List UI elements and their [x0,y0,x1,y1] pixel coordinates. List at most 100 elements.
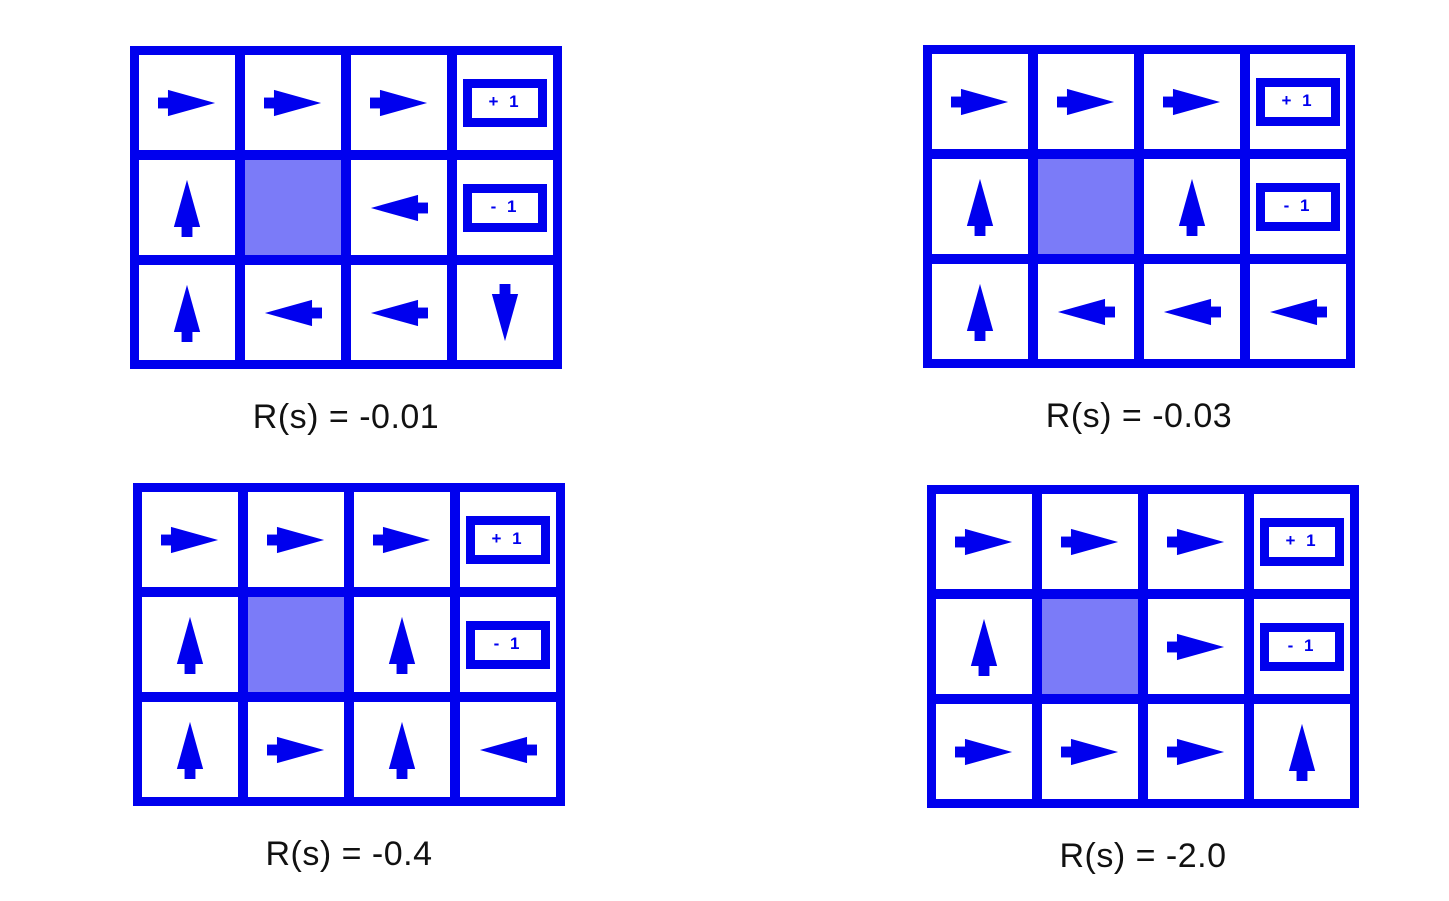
arrow-up-icon [161,721,219,779]
policy-panel-reward-2.0: + 1 - 1 R(s) = -2.0 [927,485,1359,876]
terminal-label: - 1 [493,633,523,653]
grid-cell-left [245,265,341,360]
blocked-cell [245,160,341,255]
arrow-up-icon [1273,723,1331,781]
reward-caption: R(s) = -2.0 [1059,837,1227,875]
terminal-minus-one-box: - 1 [1256,182,1340,231]
arrow-right-icon [1167,723,1225,781]
arrow-right-icon [267,721,325,779]
grid-cell-up [139,160,235,255]
blocked-cell [1042,599,1138,694]
arrow-left-icon [1057,283,1115,341]
grid-cell-terminal: + 1 [1254,494,1350,589]
terminal-plus-one-box: + 1 [463,78,547,127]
terminal-minus-one-box: - 1 [466,620,550,669]
arrow-right-icon [158,74,216,132]
grid-cell-terminal: + 1 [1250,54,1346,149]
grid-cell-up [354,702,450,797]
grid-cell-right [139,55,235,150]
terminal-label: + 1 [1281,90,1315,110]
arrow-left-icon [370,284,428,342]
terminal-minus-one-box: - 1 [463,183,547,232]
terminal-label: + 1 [1285,530,1319,550]
arrow-right-icon [951,73,1009,131]
grid-cell-left [460,702,556,797]
grid-cell-terminal: + 1 [460,492,556,587]
terminal-minus-one-box: - 1 [1260,622,1344,671]
blocked-cell [1038,159,1134,254]
arrow-right-icon [1061,513,1119,571]
grid-cell-right [1148,704,1244,799]
arrow-left-icon [264,284,322,342]
grid-cell-right [245,55,341,150]
grid-cell-up [932,264,1028,359]
arrow-left-icon [479,721,537,779]
arrow-up-icon [161,616,219,674]
policy-grid: + 1 - 1 [133,483,565,806]
arrow-right-icon [1167,618,1225,676]
grid-cell-right [936,704,1032,799]
arrow-right-icon [1061,723,1119,781]
arrow-right-icon [267,511,325,569]
grid-cell-left [351,160,447,255]
grid-cell-up [932,159,1028,254]
grid-cell-right [1042,494,1138,589]
grid-cell-left [1250,264,1346,359]
arrow-up-icon [1163,178,1221,236]
terminal-plus-one-box: + 1 [1260,517,1344,566]
grid-cell-up [1254,704,1350,799]
grid-cell-right [354,492,450,587]
arrow-right-icon [373,511,431,569]
arrow-up-icon [158,284,216,342]
grid-cell-up [142,702,238,797]
grid-cell-terminal: - 1 [460,597,556,692]
policy-panel-reward-0.01: + 1 - 1 R(s) = -0.01 [130,46,562,437]
grid-cell-terminal: + 1 [457,55,553,150]
grid-cell-right [1148,599,1244,694]
arrow-left-icon [370,179,428,237]
grid-cell-left [1144,264,1240,359]
terminal-plus-one-box: + 1 [466,515,550,564]
terminal-plus-one-box: + 1 [1256,77,1340,126]
grid-cell-right [248,492,344,587]
grid-cell-terminal: - 1 [457,160,553,255]
grid-cell-up [354,597,450,692]
grid-cell-right [1042,704,1138,799]
terminal-label: + 1 [491,528,525,548]
grid-cell-up [139,265,235,360]
terminal-label: - 1 [1287,635,1317,655]
arrow-right-icon [370,74,428,132]
blocked-cell [248,597,344,692]
policy-panel-reward-0.4: + 1 - 1 R(s) = -0.4 [133,483,565,874]
arrow-up-icon [951,283,1009,341]
grid-cell-right [351,55,447,150]
arrow-down-icon [476,283,534,342]
reward-caption: R(s) = -0.01 [252,398,440,436]
arrow-right-icon [1167,513,1225,571]
grid-cell-terminal: - 1 [1250,159,1346,254]
policy-grid: + 1 - 1 [130,46,562,369]
grid-cell-right [1144,54,1240,149]
arrow-right-icon [161,511,219,569]
terminal-label: - 1 [1283,195,1313,215]
policy-grid: + 1 - 1 [923,45,1355,368]
grid-cell-right [248,702,344,797]
reward-caption: R(s) = -0.03 [1045,397,1233,435]
grid-cell-down [457,265,553,360]
arrow-up-icon [373,721,431,779]
arrow-up-icon [158,179,216,237]
grid-cell-terminal: - 1 [1254,599,1350,694]
arrow-left-icon [1163,283,1221,341]
arrow-right-icon [264,74,322,132]
grid-cell-left [351,265,447,360]
terminal-label: + 1 [488,91,522,111]
grid-cell-right [936,494,1032,589]
grid-cell-right [932,54,1028,149]
reward-caption: R(s) = -0.4 [265,835,433,873]
grid-cell-up [1144,159,1240,254]
grid-cell-left [1038,264,1134,359]
grid-cell-up [142,597,238,692]
grid-cell-right [142,492,238,587]
terminal-label: - 1 [490,196,520,216]
arrow-up-icon [373,616,431,674]
